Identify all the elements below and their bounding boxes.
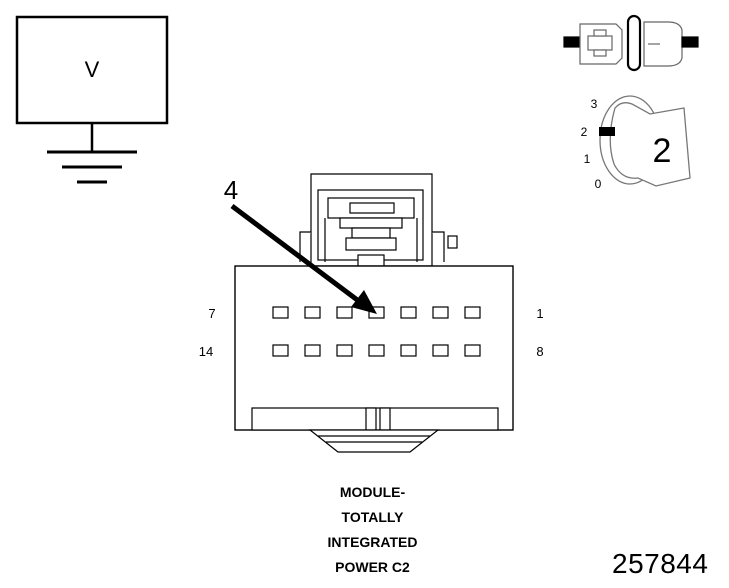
voltmeter-label: V	[85, 57, 100, 82]
figure-id: 257844	[612, 548, 709, 579]
key-position-2: 2	[581, 125, 588, 139]
pin-cavity	[336, 344, 353, 357]
row1-right-pin-label: 1	[536, 306, 543, 321]
row1-left-pin-label: 7	[208, 306, 215, 321]
pin-cavity	[464, 344, 481, 357]
pin-cavity	[304, 306, 321, 319]
pin-cavity	[432, 306, 449, 319]
pin-callout-arrow	[230, 204, 377, 314]
row2-left-pin-label: 14	[199, 344, 213, 359]
caption-line-1: MODULE-	[339, 484, 406, 500]
pin-cavity	[432, 344, 449, 357]
pin-cavity	[336, 306, 353, 319]
pin-cavity	[464, 306, 481, 319]
caption-line-2: TOTALLY	[341, 509, 404, 525]
pin-row-2	[272, 344, 481, 357]
row2-right-pin-label: 8	[536, 344, 543, 359]
key-position-selected: 2	[653, 132, 672, 170]
connector-caption: MODULE- TOTALLY INTEGRATED POWER C2	[300, 480, 445, 580]
pin-cavity	[368, 306, 385, 319]
pin-callout-number: 4	[224, 175, 238, 205]
pin-cavity	[304, 344, 321, 357]
caption-line-4: POWER C2	[335, 559, 410, 575]
pin-cavity	[272, 344, 289, 357]
pin-row-1	[272, 306, 481, 319]
pin-cavity	[400, 306, 417, 319]
pin-cavity	[272, 306, 289, 319]
key-position-0: 0	[595, 177, 602, 191]
ignition-key-icon	[599, 95, 691, 187]
key-position-3: 3	[591, 97, 598, 111]
connector-disconnected-icon	[563, 14, 699, 72]
key-position-1: 1	[584, 152, 591, 166]
pin-cavity	[368, 344, 385, 357]
voltmeter-symbol	[15, 15, 169, 184]
pin-cavity	[400, 344, 417, 357]
caption-line-3: INTEGRATED	[327, 534, 418, 550]
